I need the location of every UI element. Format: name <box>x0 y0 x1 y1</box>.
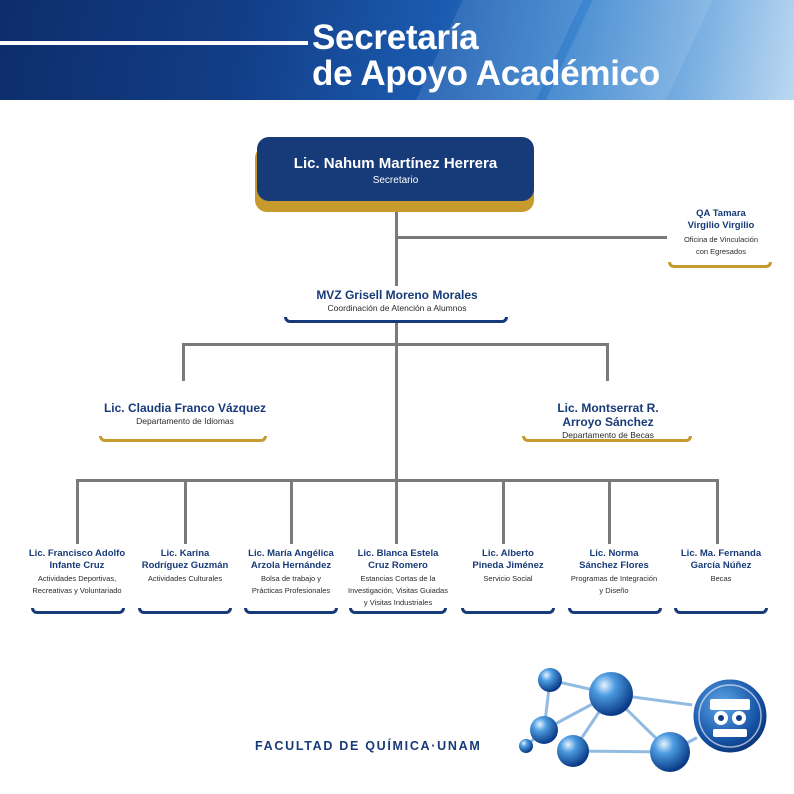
molecule-sphere <box>589 672 633 716</box>
node-underline <box>349 608 447 614</box>
node-underline <box>244 608 338 614</box>
node-underline <box>668 262 772 268</box>
org-node-staff: Lic. Francisco Adolfo Infante Cruz Activ… <box>24 548 130 597</box>
node-underline <box>461 608 555 614</box>
node-underline <box>568 608 662 614</box>
org-node-becas-dept: Lic. Montserrat R. Arroyo Sánchez Depart… <box>516 401 700 441</box>
org-node-idiomas: Lic. Claudia Franco Vázquez Departamento… <box>92 401 278 427</box>
node-role: Secretario <box>372 175 419 186</box>
node-name: Lic. Nahum Martínez Herrera <box>293 155 498 172</box>
molecule-sphere <box>557 735 589 767</box>
node-name: QA Tamara <box>696 208 746 219</box>
unam-quimica-logo-icon <box>690 676 770 756</box>
node-role: y Visitas Industriales <box>363 598 433 607</box>
node-name: Infante Cruz <box>49 560 105 571</box>
node-underline <box>31 608 125 614</box>
node-role: Oficina de Vinculación <box>683 235 759 244</box>
node-name: Lic. Blanca Estela <box>357 548 439 559</box>
node-role: Departamento de Becas <box>562 430 654 440</box>
node-role: Programas de Integración <box>570 574 658 583</box>
connector-line <box>290 479 293 544</box>
node-name: Rodríguez Guzmán <box>141 560 229 571</box>
connector-line <box>182 343 609 346</box>
node-underline <box>522 436 692 442</box>
connector-line <box>502 479 505 544</box>
org-node-secretary: Lic. Nahum Martínez Herrera Secretario <box>257 137 534 201</box>
org-node-coordination: MVZ Grisell Moreno Morales Coordinación … <box>282 288 512 314</box>
connector-line <box>184 479 187 544</box>
node-role: y Diseño <box>599 586 629 595</box>
node-name: Lic. Francisco Adolfo <box>28 548 126 559</box>
molecule-sphere <box>538 668 562 692</box>
node-name: Lic. Norma <box>589 548 639 559</box>
node-name: Lic. Montserrat R. <box>557 401 659 415</box>
node-role: Investigación, Visitas Guiadas <box>348 586 448 595</box>
node-name: Lic. Karina <box>160 548 210 559</box>
connector-line <box>606 343 609 381</box>
connector-line <box>395 212 398 286</box>
node-name: Virgilio Virgilio <box>687 220 755 231</box>
node-role: Departamento de Idiomas <box>136 416 234 426</box>
org-node-staff: Lic. María Angélica Arzola Hernández Bol… <box>238 548 344 597</box>
node-underline <box>284 317 508 323</box>
footer-institution: FACULTAD DE QUÍMICA·UNAM <box>255 739 482 753</box>
molecule-sphere <box>519 739 533 753</box>
node-name: MVZ Grisell Moreno Morales <box>316 288 478 302</box>
org-node-staff: Lic. Alberto Pineda Jiménez Servicio Soc… <box>455 548 561 585</box>
node-role: Servicio Social <box>483 574 533 583</box>
connector-line <box>395 479 398 544</box>
node-role: Actividades Deportivas, <box>37 574 117 583</box>
connector-line <box>182 343 185 381</box>
org-node-staff: Lic. Norma Sánchez Flores Programas de I… <box>558 548 670 597</box>
node-role: Estancias Cortas de la <box>360 574 436 583</box>
title-line-1: Secretaría <box>312 18 479 57</box>
node-name: Arroyo Sánchez <box>562 415 654 429</box>
molecule-icon <box>519 668 770 772</box>
node-underline <box>138 608 232 614</box>
header-banner: Secretaría de Apoyo Académico <box>0 0 794 100</box>
node-name: Lic. María Angélica <box>248 548 334 559</box>
molecule-sphere <box>530 716 558 744</box>
node-underline <box>674 608 768 614</box>
connector-line <box>608 479 611 544</box>
node-name: Sánchez Flores <box>579 560 649 571</box>
connector-line <box>395 236 667 239</box>
org-node-staff: Lic. Ma. Fernanda García Núñez Becas <box>668 548 774 585</box>
molecule-sphere <box>650 732 690 772</box>
title-line-2: de Apoyo Académico <box>312 54 660 93</box>
title-rule <box>0 41 308 45</box>
node-name: Arzola Hernández <box>250 560 332 571</box>
node-role: con Egresados <box>695 247 747 256</box>
node-role: Prácticas Profesionales <box>251 586 331 595</box>
node-role: Actividades Culturales <box>147 574 223 583</box>
node-role: Coordinación de Atención a Alumnos <box>327 303 467 313</box>
node-name: Lic. Claudia Franco Vázquez <box>103 401 267 415</box>
node-name: García Núñez <box>690 560 752 571</box>
org-node-staff: Lic. Karina Rodríguez Guzmán Actividades… <box>132 548 238 585</box>
connector-line <box>76 479 79 544</box>
page-title: Secretaría de Apoyo Académico <box>312 20 660 92</box>
node-name: Lic. Alberto <box>482 548 534 559</box>
org-node-vinculacion: QA Tamara Virgilio Virgilio Oficina de V… <box>666 208 776 258</box>
node-role: Becas <box>710 574 732 583</box>
node-name: Cruz Romero <box>368 560 428 571</box>
node-name: Lic. Ma. Fernanda <box>680 548 762 559</box>
node-role: Recreativas y Voluntariado <box>32 586 122 595</box>
node-name: Pineda Jiménez <box>472 560 544 571</box>
org-node-staff: Lic. Blanca Estela Cruz Romero Estancias… <box>339 548 457 609</box>
node-role: Bolsa de trabajo y <box>260 574 322 583</box>
connector-line <box>395 322 398 482</box>
node-underline <box>99 436 267 442</box>
connector-line <box>716 479 719 544</box>
